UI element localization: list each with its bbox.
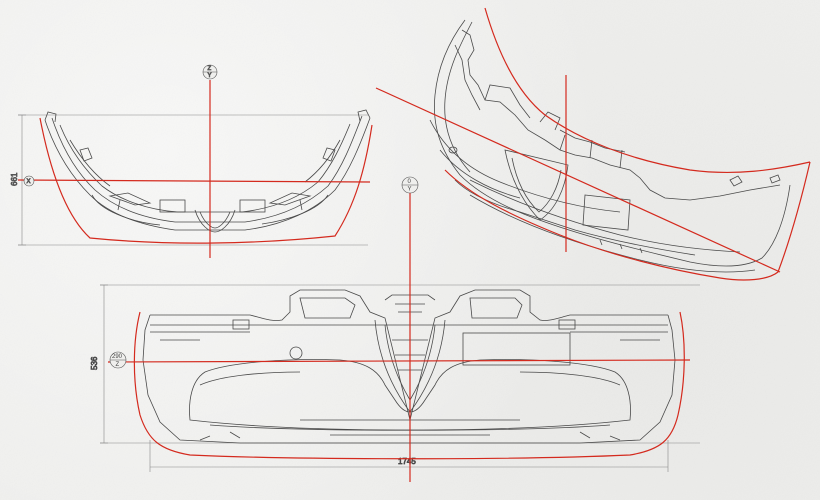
top-view-axis-marker: Z Y	[202, 64, 218, 79]
front-origin-top-label: 0	[408, 179, 412, 185]
perspective-red-guides	[375, 7, 811, 281]
perspective-view	[429, 19, 791, 273]
front-left-axis-label: Z	[116, 362, 120, 368]
overall-width-label: 1745	[398, 457, 416, 466]
front-view-red-guides	[107, 192, 691, 482]
top-side-axis-marker: X	[23, 175, 35, 187]
top-height-label: 661	[10, 172, 19, 186]
top-view-red-guides	[17, 80, 373, 258]
front-left-axis-marker: 290 Z	[109, 351, 127, 369]
top-view: 661	[10, 64, 373, 258]
front-height-label: 536	[90, 356, 99, 370]
origin-value-label: 290	[112, 354, 123, 360]
front-origin-bottom-label: Y	[408, 187, 412, 193]
front-view: 536 1745	[90, 284, 700, 472]
top-y-label: Y	[208, 73, 212, 79]
front-top-axis-marker: 0 Y	[401, 176, 419, 194]
top-z-label: Z	[208, 66, 212, 72]
top-side-label: X	[27, 179, 31, 185]
